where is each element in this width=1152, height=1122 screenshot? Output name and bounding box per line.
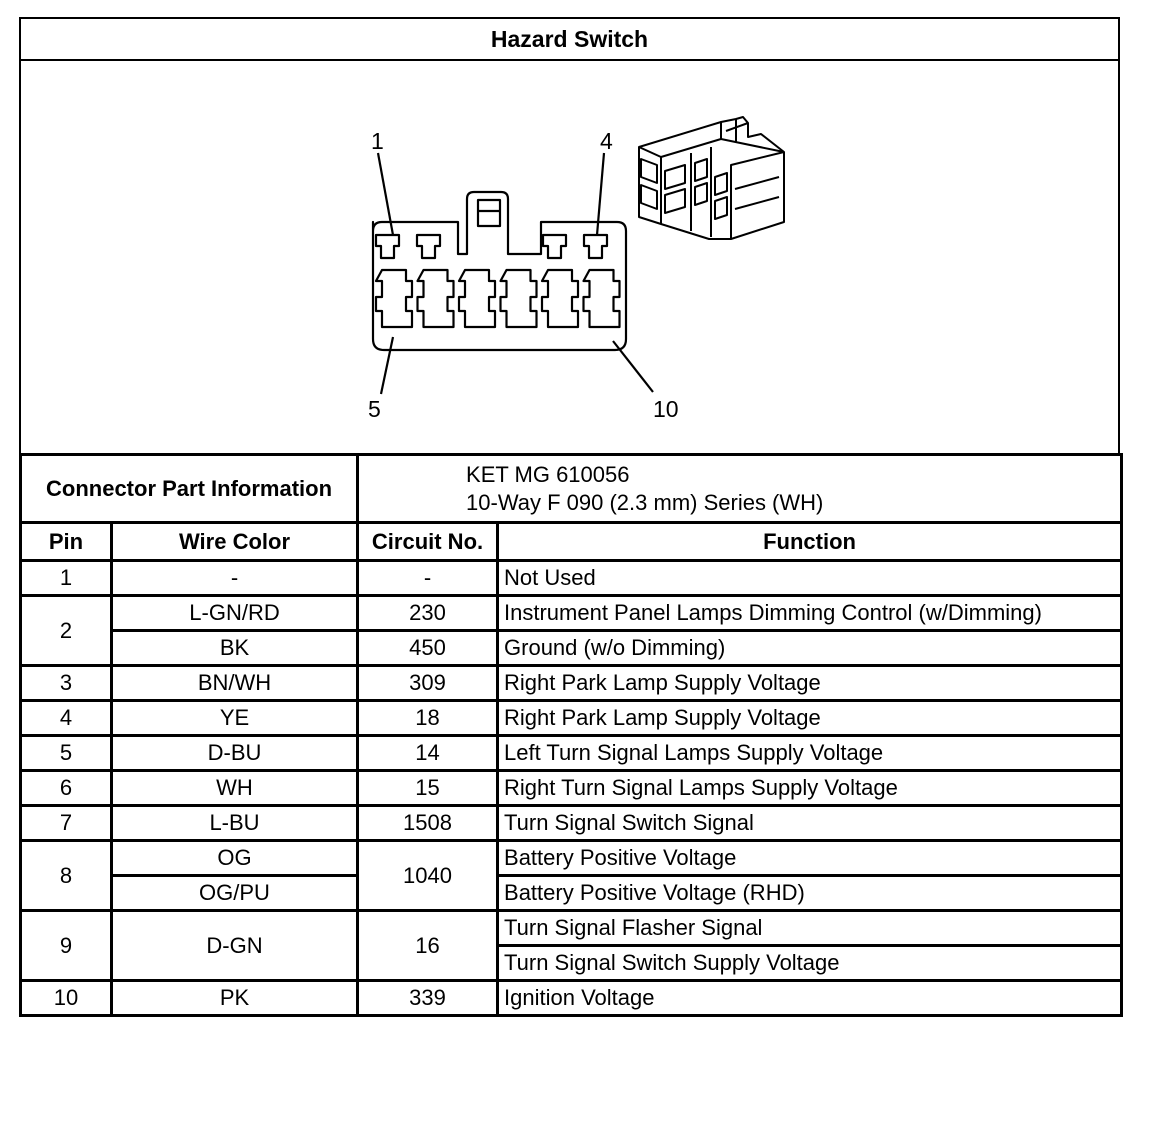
- circuit-cell: 230: [356, 594, 500, 632]
- table-row: BK 450 Ground (w/o Dimming): [21, 629, 1124, 667]
- table-row: 3 BN/WH 309 Right Park Lamp Supply Volta…: [19, 664, 1124, 702]
- function-cell: Turn Signal Switch Signal: [496, 804, 1124, 842]
- terminal-cavity: [582, 268, 621, 329]
- function-cell: Battery Positive Voltage: [496, 839, 1124, 877]
- top-row-terminals: [374, 233, 609, 260]
- wire-color-cell: L-GN/RD: [109, 594, 360, 632]
- pin-cell: 10: [19, 979, 113, 1017]
- circuit-cell: 14: [356, 734, 500, 772]
- wire-color-cell: L-BU: [109, 804, 360, 842]
- table-row: 10 PK 339 Ignition Voltage: [19, 979, 1124, 1017]
- wire-color-cell: OG: [109, 839, 360, 877]
- pin-cell: 9: [19, 909, 113, 982]
- pin-cell: 7: [19, 804, 113, 842]
- circuit-cell: 450: [356, 629, 500, 667]
- connector-outline: [371, 190, 628, 352]
- pin-cell: 8: [19, 839, 113, 912]
- table-row: 9 D-GN 16 Turn Signal Flasher Signal: [19, 909, 1124, 982]
- wire-color-cell: YE: [109, 699, 360, 737]
- wire-color-cell: D-GN: [109, 909, 360, 982]
- function-cell: Right Park Lamp Supply Voltage: [496, 664, 1124, 702]
- header-pin: Pin: [19, 521, 113, 562]
- circuit-cell: -: [356, 559, 500, 597]
- wire-color-cell: BN/WH: [109, 664, 360, 702]
- bottom-row-terminals: [374, 268, 621, 329]
- table-row: 1 - - Not Used: [19, 559, 1124, 597]
- header-function: Function: [496, 521, 1124, 562]
- connector-info-value: KET MG 610056 10-Way F 090 (2.3 mm) Seri…: [356, 453, 1124, 524]
- pin-cell: 2: [19, 594, 113, 667]
- wire-color-cell: D-BU: [109, 734, 360, 772]
- table-row: 2 L-GN/RD 230 Instrument Panel Lamps Dim…: [19, 594, 1124, 667]
- table-row: 4 YE 18 Right Park Lamp Supply Voltage: [19, 699, 1124, 737]
- connector-info-row: Connector Part Information KET MG 610056…: [18, 453, 1124, 524]
- pin-cell: 5: [19, 734, 113, 772]
- function-cell: Right Turn Signal Lamps Supply Voltage: [496, 769, 1124, 807]
- connector-3d-view: [638, 116, 785, 240]
- function-cell: Not Used: [496, 559, 1124, 597]
- connector-info-label: Connector Part Information: [18, 453, 360, 524]
- circuit-cell: 339: [356, 979, 500, 1017]
- header-wire-color: Wire Color: [109, 521, 360, 562]
- terminal-cavity: [374, 268, 414, 329]
- function-cell: Battery Positive Voltage (RHD): [496, 874, 1124, 912]
- wire-color-cell: PK: [109, 979, 360, 1017]
- table-row: OG/PU Battery Positive Voltage (RHD): [21, 874, 1124, 912]
- wire-color-cell: BK: [109, 629, 360, 667]
- header-circuit: Circuit No.: [356, 521, 500, 562]
- function-cell: Ground (w/o Dimming): [496, 629, 1124, 667]
- terminal-cavity: [540, 268, 580, 329]
- terminal-cavity: [457, 268, 497, 329]
- connector-series: 10-Way F 090 (2.3 mm) Series (WH): [466, 489, 824, 515]
- pin-label-10: 10: [653, 396, 679, 422]
- connector-diagram: 1 4 5 10: [19, 59, 1120, 455]
- wire-color-cell: OG/PU: [109, 874, 360, 912]
- table-row: 8 OG 1040 Battery Positive Voltage: [19, 839, 1124, 912]
- table-title: Hazard Switch: [19, 17, 1120, 61]
- pin-cell: 3: [19, 664, 113, 702]
- circuit-cell: 1508: [356, 804, 500, 842]
- header-row: Pin Wire Color Circuit No. Function: [19, 521, 1124, 562]
- pin-label-4: 4: [600, 128, 613, 154]
- circuit-cell: 309: [356, 664, 500, 702]
- circuit-cell: 18: [356, 699, 500, 737]
- pin-cell: 6: [19, 769, 113, 807]
- function-cell: Turn Signal Flasher Signal: [496, 909, 1124, 947]
- table-row: 6 WH 15 Right Turn Signal Lamps Supply V…: [19, 769, 1124, 807]
- table-row: Turn Signal Switch Supply Voltage: [21, 944, 1124, 982]
- pin-cell: 1: [19, 559, 113, 597]
- connector-face-drawing: 1 4 5 10: [368, 116, 785, 422]
- table-row: 7 L-BU 1508 Turn Signal Switch Signal: [19, 804, 1124, 842]
- wire-color-cell: WH: [109, 769, 360, 807]
- latch: [476, 198, 502, 228]
- circuit-cell: 16: [356, 909, 500, 982]
- pin-table: Connector Part Information KET MG 610056…: [18, 453, 1124, 1017]
- function-cell: Left Turn Signal Lamps Supply Voltage: [496, 734, 1124, 772]
- pin-label-5: 5: [368, 396, 381, 422]
- circuit-cell: 1040: [356, 839, 500, 912]
- terminal-cavity: [499, 268, 538, 329]
- terminal-cavity: [416, 268, 455, 329]
- connector-part-number: KET MG 610056: [466, 461, 630, 487]
- function-cell: Ignition Voltage: [496, 979, 1124, 1017]
- circuit-cell: 15: [356, 769, 500, 807]
- wire-color-cell: -: [109, 559, 360, 597]
- table-row: 5 D-BU 14 Left Turn Signal Lamps Supply …: [19, 734, 1124, 772]
- pin-label-1: 1: [371, 128, 384, 154]
- pin-cell: 4: [19, 699, 113, 737]
- function-cell: Right Park Lamp Supply Voltage: [496, 699, 1124, 737]
- function-cell: Turn Signal Switch Supply Voltage: [496, 944, 1124, 982]
- function-cell: Instrument Panel Lamps Dimming Control (…: [496, 594, 1124, 632]
